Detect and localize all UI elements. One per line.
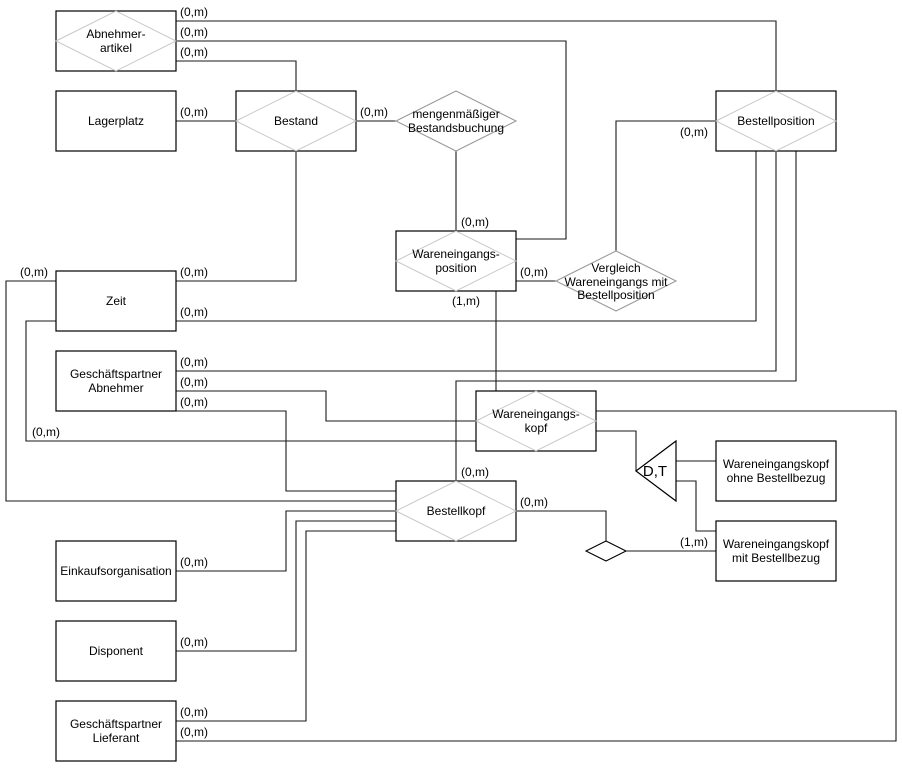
line-gpabnehmer-wareneingangskopf <box>176 390 476 422</box>
entity-wareneingangskopf[interactable]: Wareneingangs- kopf <box>474 390 598 452</box>
cardinality-zeit-bestellposition: (0,m) <box>180 305 208 319</box>
entity-bestellposition[interactable]: Bestellposition <box>714 90 838 152</box>
cardinality-disponent: (0,m) <box>180 635 208 649</box>
entity-bestellposition-label: Bestellposition <box>737 114 814 128</box>
relationship-vergleich-label-2: Wareneingangs mit <box>565 275 669 289</box>
entity-gp-lieferant[interactable]: Geschäftspartner Lieferant <box>55 700 177 762</box>
entity-gp-abnehmer-label-1: Geschäftspartner <box>70 367 162 381</box>
line-abnehmerartikel-bestellposition <box>176 20 777 91</box>
entity-we-ohne-label-2: ohne Bestellbezug <box>727 471 826 485</box>
relationship-buchung-label-2: Bestandsbuchung <box>408 121 504 135</box>
cardinality-abnehmerartikel-bestellposition: (0,m) <box>180 5 208 19</box>
line-generalization-we-mit <box>676 480 716 532</box>
entity-bestellkopf-label: Bestellkopf <box>427 504 486 518</box>
cardinality-zeit-bestand: (0,m) <box>180 265 208 279</box>
relationship-vergleich-label-1: Vergleich <box>591 261 640 275</box>
entity-wareneingangsposition[interactable]: Wareneingangs- position <box>394 230 518 292</box>
relationship-vergleich[interactable]: Vergleich Wareneingangs mit Bestellposit… <box>554 250 678 312</box>
entity-lagerplatz[interactable]: Lagerplatz <box>55 90 177 152</box>
line-zeit-wareneingangskopf <box>25 320 476 442</box>
entity-lagerplatz-label: Lagerplatz <box>88 114 144 128</box>
cardinality-bestellkopf-right: (0,m) <box>520 495 548 509</box>
cardinality-labels: (0,m) (0,m) (0,m) (0,m) (0,m) (0,m) (0,m… <box>20 5 708 739</box>
cardinality-gpabnehmer-3: (0,m) <box>180 395 208 409</box>
cardinality-zeit-wareneingangskopf: (0,m) <box>32 425 60 439</box>
entity-gp-abnehmer[interactable]: Geschäftspartner Abnehmer <box>55 350 177 412</box>
line-bestellkopf-diamond <box>516 510 607 541</box>
entity-gp-lieferant-label-1: Geschäftspartner <box>70 717 162 731</box>
entity-we-mit-label-1: Wareneingangskopf <box>723 537 830 551</box>
generalization-label: D,T <box>643 463 667 480</box>
entity-bestand-label: Bestand <box>274 114 318 128</box>
cardinality-bestellkopf-top: (0,m) <box>461 465 489 479</box>
generalization-triangle[interactable]: D,T <box>635 439 677 503</box>
entity-disponent-label: Disponent <box>89 644 144 658</box>
entity-we-mit-bestellbezug[interactable]: Wareneingangskopf mit Bestellbezug <box>715 520 837 582</box>
cardinality-bestand-buchung: (0,m) <box>360 105 388 119</box>
entity-abnehmerartikel[interactable]: Abnehmer- artikel <box>54 10 178 72</box>
cardinality-einkaufsorganisation: (0,m) <box>180 555 208 569</box>
entity-wareneingangskopf-label-2: kopf <box>525 421 548 435</box>
line-zeit-bestellkopf <box>5 280 396 502</box>
cardinality-gplieferant-wareneingangskopf: (0,m) <box>180 725 208 739</box>
entity-abnehmerartikel-label-2: artikel <box>100 41 132 55</box>
entity-zeit[interactable]: Zeit <box>55 270 177 332</box>
line-disponent-bestellkopf <box>176 520 396 652</box>
line-gpabnehmer-bestellkopf <box>176 410 396 492</box>
line-bestand-zeit <box>176 151 297 282</box>
entity-disponent[interactable]: Disponent <box>55 620 177 682</box>
entity-bestand[interactable]: Bestand <box>234 90 358 152</box>
line-einkauf-bestellkopf <box>176 510 396 572</box>
cardinality-wareneingangsposition-right: (0,m) <box>520 265 548 279</box>
entity-we-mit-label-2: mit Bestellbezug <box>732 551 820 565</box>
entity-einkaufsorganisation[interactable]: Einkaufsorganisation <box>55 540 177 602</box>
line-abnehmerartikel-bestand <box>176 60 297 91</box>
cardinality-gplieferant-bestellkopf: (0,m) <box>180 705 208 719</box>
line-wareneingangskopf-gplieferant <box>176 410 897 742</box>
entity-wareneingangskopf-label-1: Wareneingangs- <box>492 407 580 421</box>
entity-zeit-label: Zeit <box>106 294 127 308</box>
line-bestellposition-vergleich <box>615 120 716 251</box>
entity-gp-lieferant-label-2: Lieferant <box>93 731 140 745</box>
connection-lines <box>5 20 897 742</box>
line-gplieferant-bestellkopf <box>176 530 396 722</box>
line-bestellkopf-bestellposition <box>455 151 797 481</box>
entity-abnehmerartikel-label-1: Abnehmer- <box>86 27 145 41</box>
entity-we-ohne-label-1: Wareneingangskopf <box>723 457 830 471</box>
relationship-small-diamond[interactable] <box>584 540 628 562</box>
cardinality-bestellposition-vergleich: (0,m) <box>680 125 708 139</box>
cardinality-gpabnehmer-2: (0,m) <box>180 375 208 389</box>
line-wareneingangskopf-generalization <box>596 430 637 471</box>
line-zeit-bestellposition <box>176 151 757 322</box>
relationship-mengenmaessige-bestandsbuchung[interactable]: mengenmäßiger Bestandsbuchung <box>394 90 518 152</box>
cardinality-wareneingangsposition-top: (0,m) <box>461 215 489 229</box>
entity-we-ohne-bestellbezug[interactable]: Wareneingangskopf ohne Bestellbezug <box>715 440 837 502</box>
line-gpabnehmer-bestellposition <box>176 151 777 372</box>
cardinality-we-mit: (1,m) <box>680 535 708 549</box>
line-abnehmerartikel-wareneingangsposition <box>176 40 567 240</box>
entity-bestellkopf[interactable]: Bestellkopf <box>394 480 518 542</box>
entity-einkaufsorganisation-label: Einkaufsorganisation <box>60 564 171 578</box>
cardinality-abnehmerartikel-bestand: (0,m) <box>180 45 208 59</box>
relationship-buchung-label-1: mengenmäßiger <box>412 107 499 121</box>
relationship-vergleich-label-3: Bestellposition <box>577 288 654 302</box>
entity-wareneingangsposition-label-2: position <box>435 261 476 275</box>
cardinality-abnehmerartikel-wareneingangsposition: (0,m) <box>180 25 208 39</box>
cardinality-zeit-left: (0,m) <box>20 265 48 279</box>
entity-gp-abnehmer-label-2: Abnehmer <box>88 381 143 395</box>
cardinality-wareneingangsposition-bottom: (1,m) <box>452 294 480 308</box>
entities: Abnehmer- artikel Lagerplatz Bestand Bes… <box>54 10 838 762</box>
cardinality-gpabnehmer-1: (0,m) <box>180 355 208 369</box>
entity-wareneingangsposition-label-1: Wareneingangs- <box>412 247 500 261</box>
cardinality-lagerplatz: (0,m) <box>180 105 208 119</box>
relationships: mengenmäßiger Bestandsbuchung Vergleich … <box>394 90 678 562</box>
